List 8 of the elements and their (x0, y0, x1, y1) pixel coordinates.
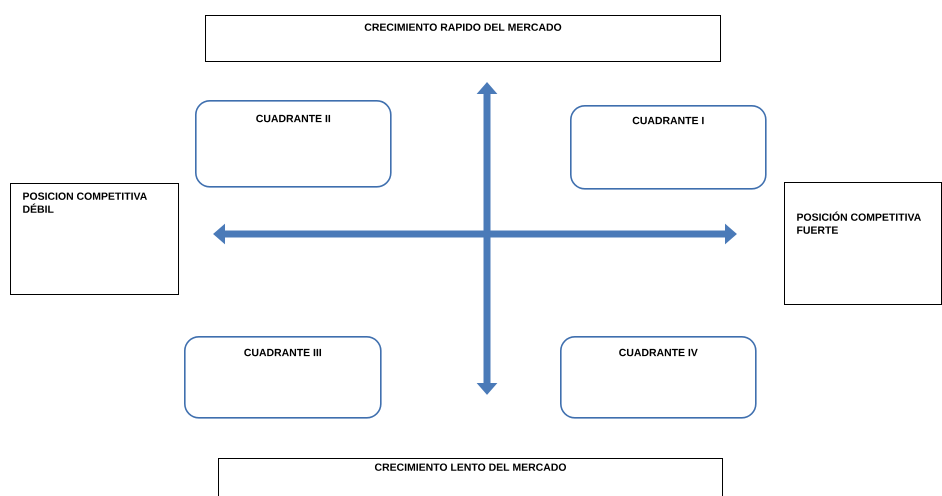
quadrant-box: CUADRANTE III (184, 336, 382, 419)
label-box: CRECIMIENTO LENTO DEL MERCADO (218, 458, 723, 496)
label-box: POSICIÓN COMPETITIVA FUERTE (784, 182, 942, 305)
quadrant-box: CUADRANTE IV (560, 336, 757, 419)
label-box: POSICION COMPETITIVA DÉBIL (10, 183, 179, 295)
label-box: CRECIMIENTO RAPIDO DEL MERCADO (205, 15, 721, 62)
quadrant-box: CUADRANTE II (195, 100, 392, 188)
quadrant-box: CUADRANTE I (570, 105, 767, 190)
